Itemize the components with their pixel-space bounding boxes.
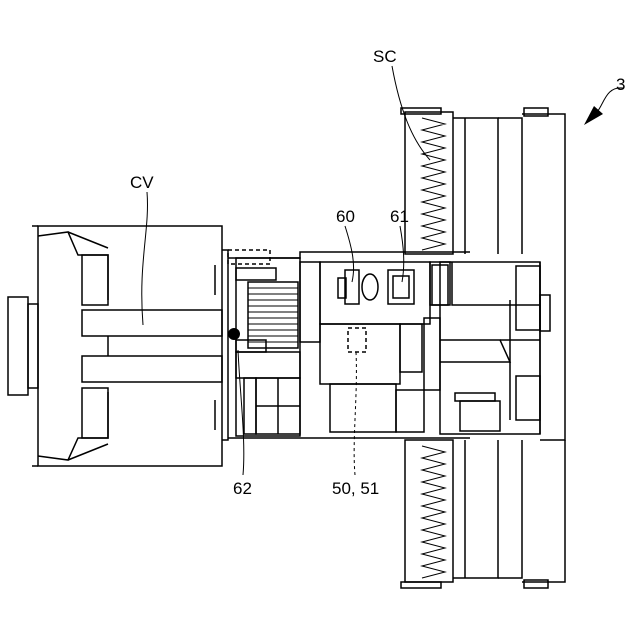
leader-61 (400, 226, 404, 282)
cv-assembly (8, 226, 228, 466)
label-50-51: 50, 51 (332, 479, 379, 498)
leader-60 (345, 226, 354, 282)
sensor-dot (228, 328, 240, 340)
right-structure (440, 262, 550, 434)
label-sc: SC (373, 47, 397, 66)
leader-lines (142, 66, 623, 475)
label-62: 62 (233, 479, 252, 498)
label-60: 60 (336, 207, 355, 226)
leader-cv (142, 192, 148, 325)
housing (228, 250, 470, 438)
leader-5051 (354, 352, 356, 475)
label-61: 61 (390, 207, 409, 226)
arrow-3 (584, 106, 603, 125)
leader-sc (392, 66, 430, 160)
leader-62 (238, 350, 244, 475)
label-3: 3 (616, 75, 625, 94)
label-cv: CV (130, 173, 154, 192)
spring-lower (401, 440, 565, 588)
